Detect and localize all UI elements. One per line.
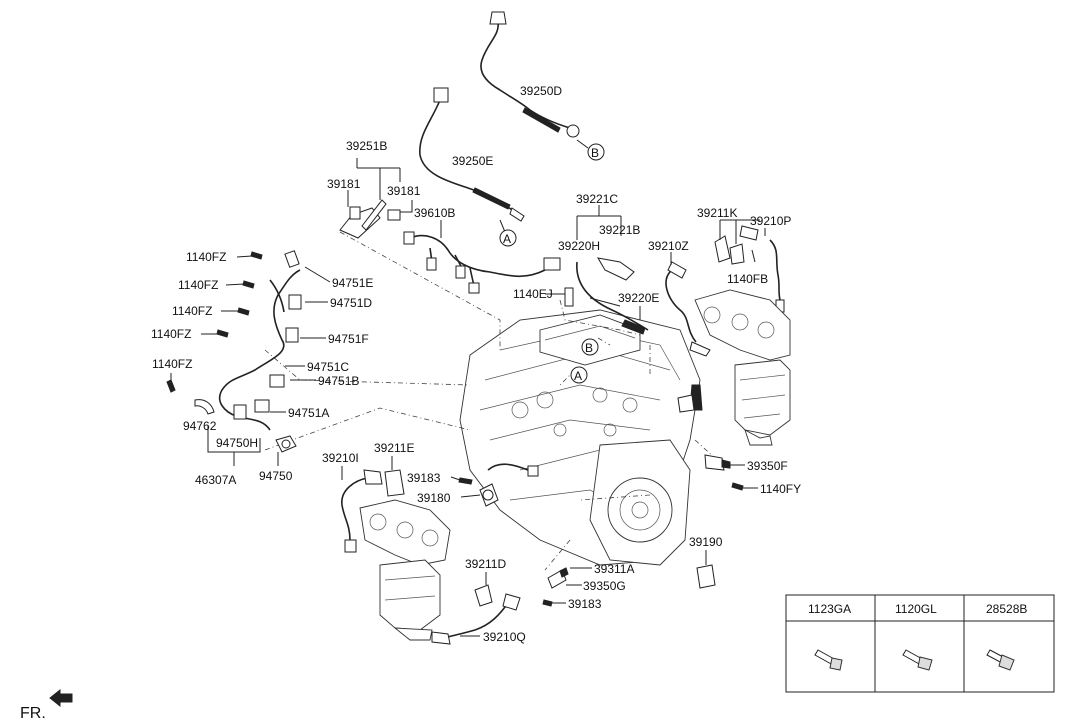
exhaust-manifold-left: [359, 499, 451, 641]
label-94751b: 94751B: [318, 374, 359, 388]
knock-sensor-harness-e: [419, 87, 525, 233]
table-header-28528b: 28528B: [986, 602, 1027, 616]
label-94751d: 94751D: [330, 296, 372, 310]
label-1140fz-2: 1140FZ: [178, 278, 218, 292]
sensor-39350f: [704, 454, 758, 491]
knock-sensor-harness-d: [480, 11, 589, 149]
harness-39610b: [403, 220, 561, 294]
label-39220h: 39220H: [558, 239, 600, 253]
label-1140fz-5: 1140FZ: [152, 357, 192, 371]
label-39210p: 39210P: [750, 214, 791, 228]
exhaust-manifold-right: [694, 289, 791, 446]
bolt-icon-1123ga: [814, 649, 843, 671]
bolt-icon-1120gl: [902, 649, 933, 671]
relay-39190: [696, 550, 716, 589]
front-label: FR.: [20, 705, 46, 722]
label-39250e: 39250E: [452, 154, 493, 168]
front-direction-indicator: FR.: [20, 688, 73, 722]
label-94762: 94762: [183, 419, 217, 433]
label-39251b: 39251B: [346, 139, 387, 153]
label-94750: 94750: [259, 469, 293, 483]
label-39221b: 39221B: [599, 223, 640, 237]
label-39610b: 39610B: [414, 206, 455, 220]
label-39183-lower: 39183: [568, 597, 602, 611]
label-39210q: 39210Q: [483, 630, 526, 644]
label-39350f: 39350F: [747, 459, 788, 473]
guide-lines: [264, 231, 716, 571]
sensors-lower-center: [542, 567, 592, 607]
oxygen-sensor-39210z: [665, 252, 711, 357]
marker-b-top: B: [591, 146, 599, 160]
front-arrow-icon: [49, 688, 73, 708]
label-39181-right: 39181: [387, 184, 421, 198]
oxygen-sensor-39210i: [341, 456, 405, 553]
label-94751c: 94751C: [307, 360, 349, 374]
label-39311a: 39311A: [594, 562, 634, 576]
label-46307a: 46307A: [195, 473, 236, 487]
table-header-1120gl: 1120GL: [895, 602, 937, 616]
oxygen-sensor-39210q: [431, 572, 521, 645]
label-94750h: 94750H: [216, 436, 258, 450]
engine-assembly: [459, 309, 703, 566]
reference-markers: B A B A: [499, 143, 605, 384]
marker-a-top: A: [503, 232, 511, 246]
label-39180: 39180: [417, 491, 451, 505]
label-1140fz-3: 1140FZ: [172, 304, 212, 318]
label-39183-upper: 39183: [407, 471, 441, 485]
label-1140fz-4: 1140FZ: [151, 327, 191, 341]
label-39181-left: 39181: [327, 177, 361, 191]
label-1140fz-1: 1140FZ: [186, 250, 226, 264]
label-39210z: 39210Z: [648, 239, 689, 253]
knock-sensor-39180: [450, 463, 539, 507]
marker-a-engine: A: [574, 369, 582, 383]
fasteners-table: 1123GA 1120GL 28528B: [785, 594, 1055, 693]
wiring-harness-left: [166, 250, 302, 453]
label-39190: 39190: [689, 535, 723, 549]
label-39211k: 39211K: [697, 206, 737, 220]
sensor-brackets: [339, 158, 413, 239]
upper-right-sensors: [545, 205, 649, 335]
label-39211e: 39211E: [374, 441, 414, 455]
bolt-icon-28528b: [986, 649, 1015, 671]
table-header-1123ga: 1123GA: [808, 602, 851, 616]
label-94751a: 94751A: [288, 406, 329, 420]
label-39210i: 39210I: [322, 451, 359, 465]
label-94751f: 94751F: [328, 332, 369, 346]
label-39221c: 39221C: [576, 192, 618, 206]
label-1140ej: 1140EJ: [513, 287, 553, 301]
label-39250d: 39250D: [520, 84, 562, 98]
label-94751e: 94751E: [332, 276, 373, 290]
marker-b-engine: B: [585, 341, 593, 355]
leader-lines-left: [170, 255, 331, 466]
label-1140fy: 1140FY: [760, 482, 801, 496]
label-39350g: 39350G: [583, 579, 626, 593]
callout-labels: 39250D 39250E 39251B 39181 39181 39610B …: [151, 84, 801, 644]
label-39220e: 39220E: [618, 291, 659, 305]
label-1140fb: 1140FB: [727, 272, 768, 286]
label-39211d: 39211D: [465, 557, 506, 571]
